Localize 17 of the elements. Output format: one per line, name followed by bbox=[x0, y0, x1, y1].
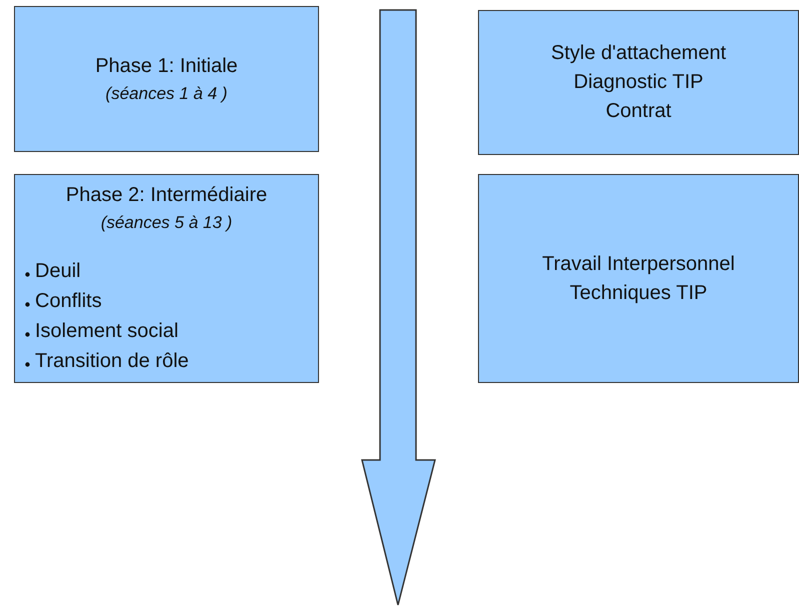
box-text: Style d'attachement bbox=[550, 41, 726, 66]
box-text: Phase 2: Intermédiaire bbox=[64, 183, 268, 208]
phase-box bbox=[478, 10, 799, 155]
box-text: Contrat bbox=[606, 99, 672, 124]
session-range: (séances 1 à 4 ) bbox=[106, 82, 228, 104]
bullet-item: Transition de rôle bbox=[35, 349, 189, 374]
session-range: (séances 5 à 13 ) bbox=[100, 212, 234, 234]
box-text: Diagnostic TIP bbox=[574, 70, 704, 95]
bullet-item: Deuil bbox=[35, 259, 81, 284]
bullet-item: Conflits bbox=[35, 289, 102, 314]
phase-box bbox=[478, 174, 799, 383]
phase-box bbox=[14, 174, 319, 383]
box-text: Travail Interpersonnel bbox=[542, 252, 735, 276]
bullet-item: Isolement social bbox=[35, 319, 178, 344]
box-text: Techniques TIP bbox=[570, 280, 708, 306]
phase-box bbox=[14, 6, 319, 152]
box-text: Phase 1: Initiale bbox=[95, 54, 238, 78]
